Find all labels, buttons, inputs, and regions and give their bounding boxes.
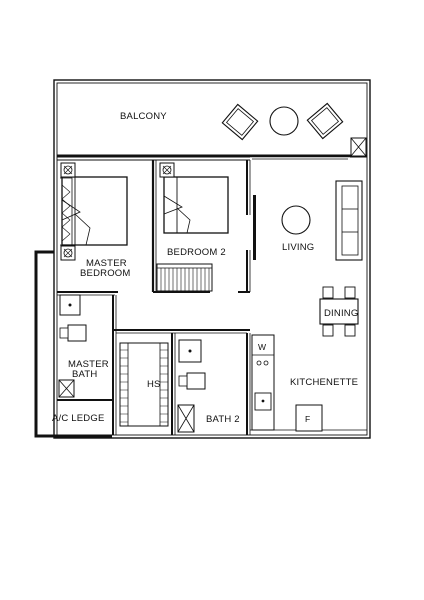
living-sofa	[335, 180, 363, 261]
master-wardrobe-left	[60, 177, 73, 246]
fridge-label: F	[305, 414, 310, 424]
balcony-chair-right	[306, 102, 344, 140]
balcony-chair-left	[221, 103, 259, 141]
living-door	[253, 195, 256, 260]
fridge	[295, 404, 323, 432]
outer-walls	[34, 79, 371, 439]
balcony-service-box	[350, 137, 367, 157]
dining-table	[319, 286, 359, 337]
master-bath-fixtures	[59, 294, 87, 342]
balcony-label: BALCONY	[120, 111, 167, 122]
master-bath-label-line2: BATH	[72, 369, 97, 380]
bath2-label: BATH 2	[206, 414, 240, 425]
master-bedroom-label-line1: MASTER	[86, 258, 127, 269]
bedroom2-bed	[163, 176, 229, 234]
dining-label: DINING	[324, 308, 358, 319]
balcony-table	[269, 106, 299, 136]
washer-label: W	[258, 342, 266, 352]
master-bed	[61, 176, 128, 246]
living-label: LIVING	[282, 242, 314, 253]
kitchen-counter	[251, 334, 275, 431]
master-bath-label-line1: MASTER	[68, 359, 109, 370]
living-coffee-table	[281, 205, 311, 235]
ac-ledge-label: A/C LEDGE	[52, 413, 104, 424]
balcony-wall	[57, 154, 367, 161]
master-nightstand-top	[60, 162, 76, 178]
bedroom2-nightstand	[159, 162, 175, 178]
master-bedroom-label-line2: BEDROOM	[80, 268, 131, 279]
bath2-fixtures	[178, 339, 206, 390]
master-bath-shaft	[58, 379, 75, 398]
master-nightstand-bottom	[60, 245, 76, 261]
bath2-shaft	[177, 404, 195, 433]
hs-label: HS	[147, 379, 161, 390]
bedroom2-wardrobe	[156, 263, 213, 292]
bedroom2-label: BEDROOM 2	[167, 247, 226, 258]
hs-shelving	[119, 342, 169, 427]
kitchenette-label: KITCHENETTE	[290, 377, 358, 388]
